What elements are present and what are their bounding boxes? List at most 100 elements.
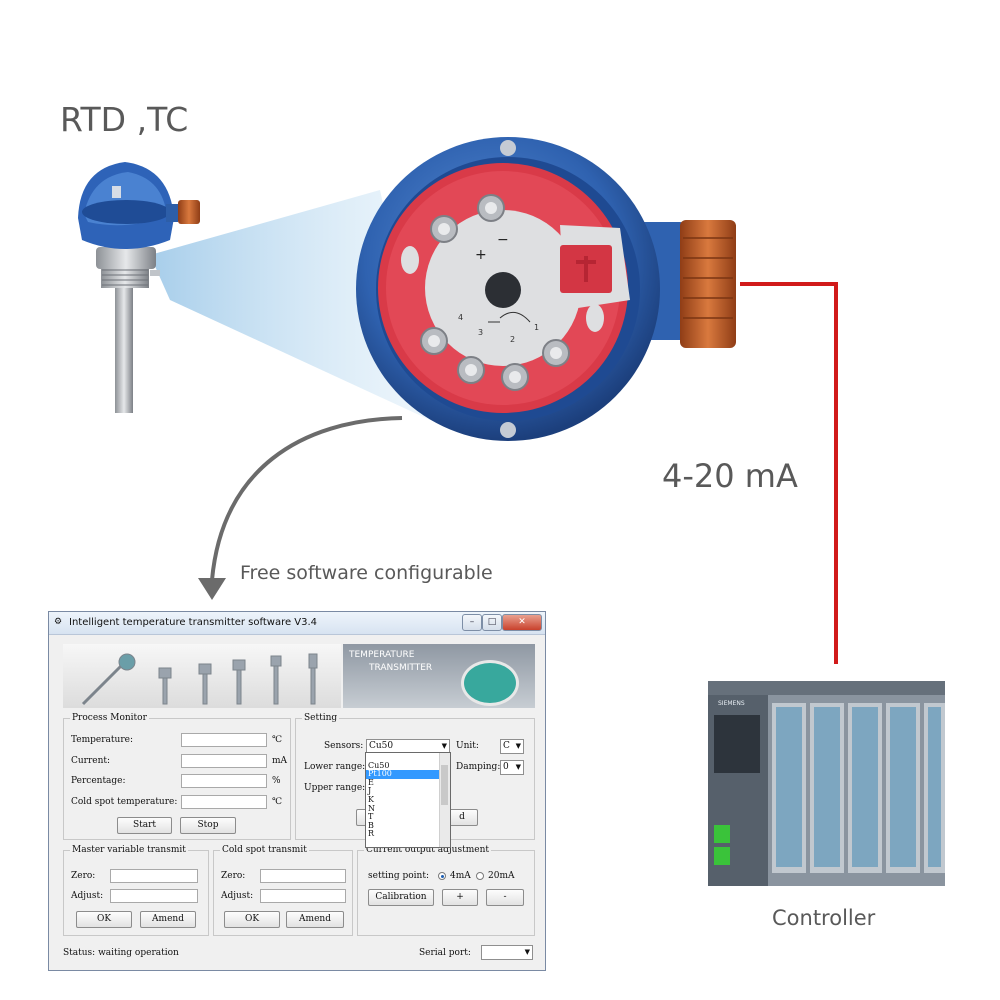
temperature-unit: ℃: [272, 735, 283, 745]
sensor-option[interactable]: N: [368, 803, 375, 813]
diagram-art: + − 4 3 2 1: [78, 137, 838, 620]
plc-top-strip: [708, 681, 945, 695]
window-titlebar: ⚙ Intelligent temperature transmitter so…: [49, 612, 545, 635]
banner-transmitter: TEMPERATURE TRANSMITTER: [343, 644, 535, 708]
current-label: Current:: [71, 756, 111, 766]
calibration-button[interactable]: Calibration: [368, 889, 434, 906]
cold-ok-button[interactable]: OK: [224, 911, 280, 928]
radio-4ma[interactable]: [438, 872, 446, 880]
dropdown-scrollbar[interactable]: [439, 753, 450, 847]
percentage-unit: %: [272, 776, 281, 786]
controller-label: Controller: [772, 906, 876, 930]
percentage-label: Percentage:: [71, 776, 126, 786]
radio-20ma[interactable]: [476, 872, 484, 880]
terminal-minus: −: [497, 232, 509, 248]
plc-cpu: SIEMENS: [708, 695, 768, 886]
plc-module-1: [772, 703, 806, 873]
master-adjust-field[interactable]: [110, 889, 198, 903]
unit-value: C: [503, 741, 510, 751]
cold-zero-field[interactable]: [260, 869, 346, 883]
master-transmit-group: Master variable transmit Zero: Adjust: O…: [63, 845, 209, 936]
terminal-block: [378, 163, 630, 413]
stop-button[interactable]: Stop: [180, 817, 236, 834]
terminal-plus: +: [475, 247, 487, 263]
sensor-option[interactable]: K: [368, 794, 374, 804]
signal-label: 4-20 mA: [662, 457, 798, 495]
banner-products: [63, 644, 341, 708]
rtd-sensor: [78, 162, 200, 413]
radio-20ma-label: 20mA: [488, 871, 515, 881]
terminal-1: 1: [534, 323, 539, 332]
plc-port-2: [714, 847, 730, 865]
setting-title: Setting: [302, 713, 340, 723]
banner-module-image: [461, 660, 519, 706]
plc-brand: SIEMENS: [718, 700, 745, 707]
plc-module-2: [810, 703, 844, 873]
sensors-label: Sensors:: [324, 741, 364, 751]
cold-amend-button[interactable]: Amend: [286, 911, 344, 928]
cold-transmit-group: Cold spot transmit Zero: Adjust: OK Amen…: [213, 845, 353, 936]
damping-select[interactable]: 0 ▼: [500, 760, 524, 775]
unit-select[interactable]: C ▼: [500, 739, 524, 754]
sensor-option[interactable]: B: [368, 820, 374, 830]
sensors-dropdown-list[interactable]: Cu50 Pt100 E J K N T B R: [365, 752, 451, 848]
plc-module-5: [924, 703, 945, 873]
sensor-option[interactable]: Pt100: [366, 770, 450, 779]
sensor-option[interactable]: Cu50: [368, 760, 390, 770]
chevron-down-icon: ▼: [524, 948, 530, 956]
current-field[interactable]: [181, 754, 267, 768]
serial-port-select[interactable]: ▼: [481, 945, 533, 960]
cold-adjust-field[interactable]: [260, 889, 346, 903]
setting-group: Setting Sensors: Cu50 ▼ Unit: C ▼ Lower …: [295, 713, 535, 840]
config-arrow: [210, 416, 403, 581]
increment-button[interactable]: +: [442, 889, 478, 906]
temperature-label: Temperature:: [71, 735, 133, 745]
chevron-down-icon: ▼: [441, 742, 447, 750]
radio-4ma-label: 4mA: [450, 871, 471, 881]
banner-text-1: TEMPERATURE: [349, 650, 415, 660]
decrement-button[interactable]: -: [486, 889, 524, 906]
cold-spot-field[interactable]: [181, 795, 267, 809]
sensor-option[interactable]: R: [368, 829, 375, 839]
app-icon: ⚙: [54, 617, 63, 627]
signal-wire-lower: [834, 620, 838, 664]
process-monitor-group: Process Monitor Temperature: ℃ Current: …: [63, 713, 291, 840]
sensor-option[interactable]: E: [368, 777, 374, 787]
lower-range-label: Lower range:: [304, 762, 366, 772]
master-ok-button[interactable]: OK: [76, 911, 132, 928]
cold-adjust-label: Adjust:: [221, 891, 254, 901]
signal-wire: [740, 282, 838, 620]
upper-range-label: Upper range:: [304, 783, 366, 793]
master-zero-field[interactable]: [110, 869, 198, 883]
plc-module-3: [848, 703, 882, 873]
config-arrowhead: [198, 578, 226, 600]
serial-port-label: Serial port:: [419, 948, 471, 958]
damping-label: Damping:: [456, 762, 501, 772]
status-text: Status: waiting operation: [63, 948, 179, 958]
current-output-group: Current output adjustment setting point:…: [357, 845, 535, 936]
maximize-button[interactable]: □: [482, 614, 502, 631]
sensor-types-label: RTD ,TC: [60, 100, 189, 139]
percentage-field[interactable]: [181, 774, 267, 788]
current-output-title: Current output adjustment: [364, 845, 491, 855]
sensor-option[interactable]: J: [368, 786, 372, 796]
master-amend-button[interactable]: Amend: [140, 911, 196, 928]
close-button[interactable]: ✕: [502, 614, 542, 631]
damping-value: 0: [503, 762, 509, 772]
sensors-value: Cu50: [369, 741, 394, 751]
cold-spot-label: Cold spot temperature:: [71, 797, 178, 807]
master-title: Master variable transmit: [70, 845, 188, 855]
start-button[interactable]: Start: [117, 817, 172, 834]
plc-controller: SIEMENS: [708, 681, 945, 886]
temperature-field[interactable]: [181, 733, 267, 747]
plc-port-1: [714, 825, 730, 843]
sensor-option[interactable]: T: [368, 812, 374, 822]
software-note: Free software configurable: [240, 562, 493, 584]
terminal-2: 2: [510, 335, 515, 344]
master-zero-label: Zero:: [71, 871, 96, 881]
minimize-button[interactable]: –: [462, 614, 482, 631]
software-window: ⚙ Intelligent temperature transmitter so…: [48, 611, 546, 971]
chevron-down-icon: ▼: [515, 763, 521, 771]
chevron-down-icon: ▼: [515, 742, 521, 750]
scrollbar-thumb[interactable]: [441, 765, 448, 805]
